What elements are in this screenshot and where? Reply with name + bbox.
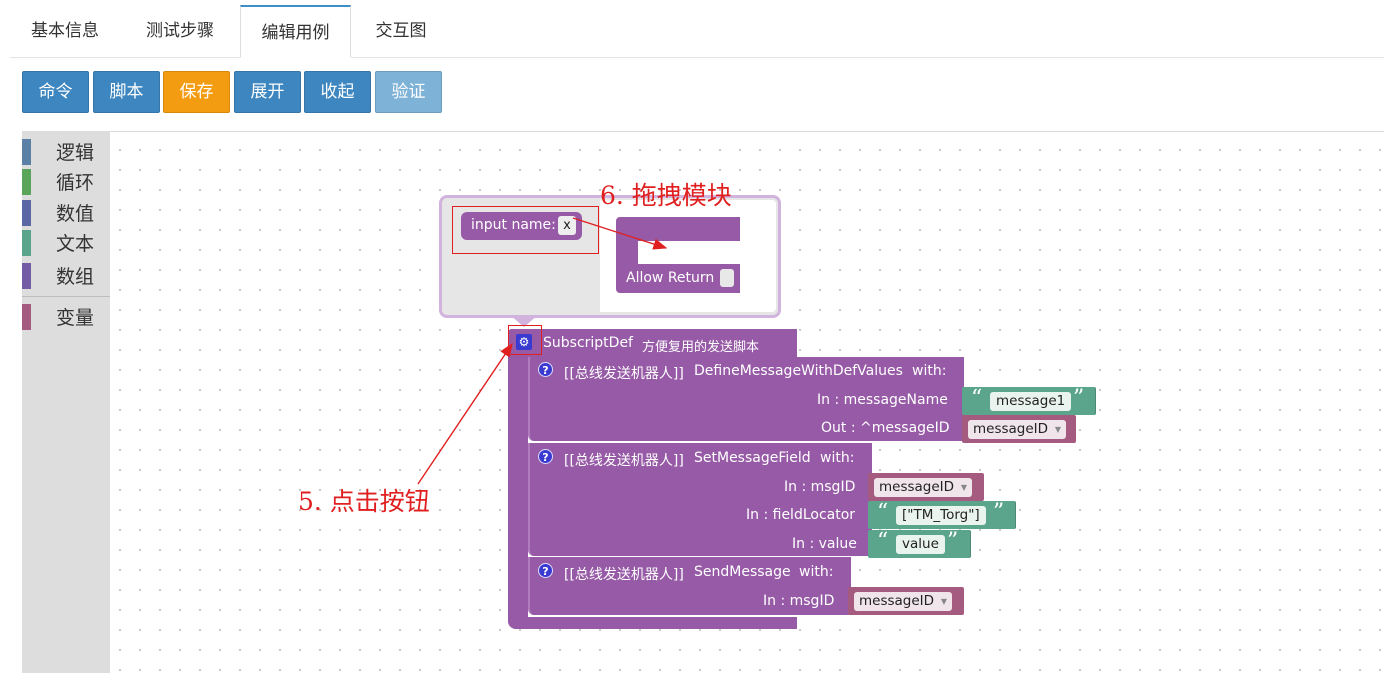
variable-block[interactable]: messageID ▼ <box>962 415 1076 443</box>
category-label: 数组 <box>56 266 95 288</box>
string-value[interactable]: message1 <box>990 392 1072 411</box>
save-button[interactable]: 保存 <box>163 71 230 113</box>
annotation-box-param-block <box>452 206 599 254</box>
category-label: 变量 <box>56 307 95 329</box>
tab-test-steps[interactable]: 测试步骤 <box>146 21 214 41</box>
allow-return-label: Allow Return <box>626 270 715 286</box>
subscript-block-spine <box>508 329 528 629</box>
close-quote-icon: ” <box>947 529 959 554</box>
variable-dropdown[interactable]: messageID ▼ <box>874 478 973 497</box>
toolbox-category-loops[interactable]: 循环 <box>22 169 110 197</box>
tab-bar: 基本信息 测试步骤 编辑用例 交互图 <box>10 0 1384 58</box>
step-with-label: with: <box>820 450 855 466</box>
category-label: 文本 <box>56 233 95 255</box>
string-block[interactable]: “ value ” <box>868 529 971 558</box>
step-block-define-message[interactable]: ? [[总线发送机器人]] DefineMessageWithDefValues… <box>528 357 964 441</box>
toolbox-category-math[interactable]: 数值 <box>22 200 110 228</box>
mutator-param-block[interactable]: input name: x <box>461 212 582 240</box>
step-command-label: DefineMessageWithDefValues <box>694 363 903 379</box>
expand-button[interactable]: 展开 <box>234 71 301 113</box>
mutator-container-left-arm <box>616 241 638 264</box>
param-label: In : value <box>792 536 857 552</box>
variable-block[interactable]: messageID ▼ <box>868 473 984 501</box>
category-color-bar <box>22 169 31 195</box>
string-block[interactable]: “ ["TM_Torg"] ” <box>868 500 1016 529</box>
step-robot-label: [[总线发送机器人]] <box>564 453 684 469</box>
script-button[interactable]: 脚本 <box>93 71 160 113</box>
verify-button[interactable]: 验证 <box>375 71 442 113</box>
param-label: In : messageName <box>817 392 948 408</box>
category-label: 循环 <box>56 172 95 194</box>
tab-edit-case[interactable]: 编辑用例 <box>240 5 351 58</box>
step-command-label: SetMessageField <box>694 450 811 466</box>
dropdown-arrow-icon: ▼ <box>960 483 968 492</box>
category-label: 逻辑 <box>56 142 95 164</box>
tab-interaction-diagram[interactable]: 交互图 <box>375 21 427 41</box>
open-quote-icon: “ <box>971 386 983 411</box>
param-label: input name: <box>471 217 556 233</box>
category-label: 数值 <box>56 203 95 225</box>
category-color-bar <box>22 200 31 226</box>
annotation-click-button: 5. 点击按钮 <box>298 487 430 516</box>
subscript-description: 方便复用的发送脚本 <box>642 340 760 355</box>
collapse-button[interactable]: 收起 <box>304 71 371 113</box>
toolbox-category-lists[interactable]: 数组 <box>22 263 110 291</box>
gear-icon[interactable]: ⚙ <box>516 334 532 350</box>
toolbox-separator <box>22 296 110 297</box>
category-color-bar <box>22 230 31 256</box>
toolbox-category-text[interactable]: 文本 <box>22 230 110 258</box>
dropdown-arrow-icon: ▼ <box>940 597 948 606</box>
toolbox-category-logic[interactable]: 逻辑 <box>22 139 110 167</box>
open-quote-icon: “ <box>877 500 889 525</box>
category-color-bar <box>22 139 31 165</box>
open-quote-icon: “ <box>877 529 889 554</box>
variable-name: messageID <box>879 479 955 495</box>
mutator-container-footer: Allow Return <box>616 264 740 293</box>
help-icon[interactable]: ? <box>538 449 553 464</box>
param-name-field[interactable]: x <box>558 216 576 235</box>
category-color-bar <box>22 304 31 330</box>
dropdown-arrow-icon: ▼ <box>1054 425 1062 434</box>
category-color-bar <box>22 263 31 289</box>
subscript-footer <box>508 617 797 629</box>
variable-block[interactable]: messageID ▼ <box>848 587 964 615</box>
variable-name: messageID <box>973 421 1049 437</box>
close-quote-icon: ” <box>993 500 1005 525</box>
step-with-label: with: <box>799 564 834 580</box>
step-block-set-message-field[interactable]: ? [[总线发送机器人]] SetMessageField with: In :… <box>528 443 872 556</box>
toolbox-category-variables[interactable]: 变量 <box>22 304 110 332</box>
param-label: In : msgID <box>763 593 835 609</box>
step-robot-label: [[总线发送机器人]] <box>564 567 684 583</box>
mutator-container-block[interactable] <box>616 217 740 241</box>
mutator-bubble-tail <box>510 315 538 327</box>
step-robot-label: [[总线发送机器人]] <box>564 366 684 382</box>
step-command-label: SendMessage <box>694 564 791 580</box>
variable-name: messageID <box>859 593 935 609</box>
allow-return-checkbox[interactable] <box>720 269 734 287</box>
subscript-header[interactable]: ⚙ SubscriptDef 方便复用的发送脚本 <box>508 329 797 357</box>
param-label: Out : ^messageID <box>821 420 950 436</box>
string-value[interactable]: value <box>896 535 945 554</box>
string-block[interactable]: “ message1 ” <box>962 386 1096 415</box>
step-with-label: with: <box>912 363 947 379</box>
tab-basic-info[interactable]: 基本信息 <box>31 21 99 41</box>
mutator-container-slot <box>638 241 740 264</box>
param-label: In : fieldLocator <box>746 507 856 523</box>
subscript-name: SubscriptDef <box>543 335 633 351</box>
annotation-box-gear-button <box>508 325 542 355</box>
toolbox: 逻辑 循环 数值 文本 数组 变量 <box>22 132 110 673</box>
annotation-drag-block: 6. 拖拽模块 <box>600 181 732 210</box>
string-value[interactable]: ["TM_Torg"] <box>896 506 986 525</box>
variable-dropdown[interactable]: messageID ▼ <box>968 420 1067 439</box>
close-quote-icon: ” <box>1073 386 1085 411</box>
help-icon[interactable]: ? <box>538 362 553 377</box>
step-block-send-message[interactable]: ? [[总线发送机器人]] SendMessage with: In : msg… <box>528 557 851 615</box>
param-label: In : msgID <box>784 479 856 495</box>
help-icon[interactable]: ? <box>538 563 553 578</box>
command-button[interactable]: 命令 <box>22 71 89 113</box>
variable-dropdown[interactable]: messageID ▼ <box>854 592 953 611</box>
